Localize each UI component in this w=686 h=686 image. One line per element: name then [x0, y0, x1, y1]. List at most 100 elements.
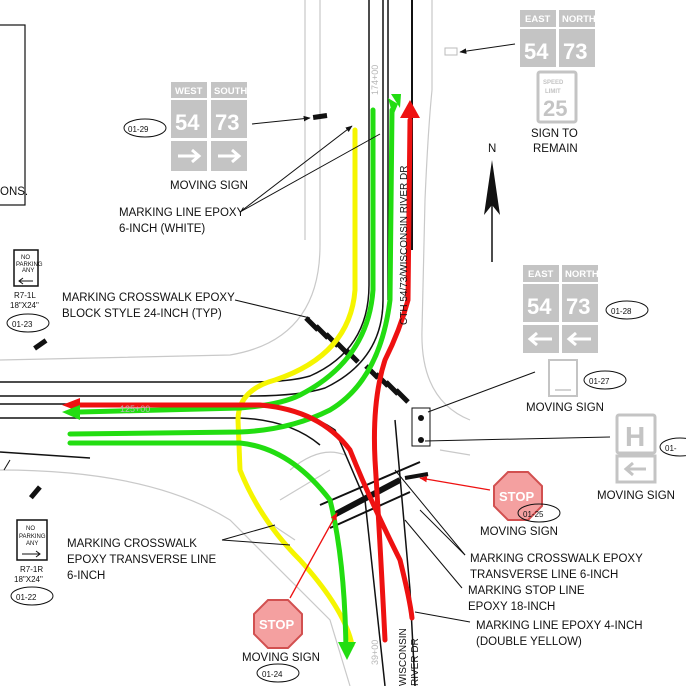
sign-01-29: WEST SOUTH 54 73 MOVING SIGN 01-29: [123, 82, 328, 192]
svg-text:73: 73: [563, 39, 587, 64]
svg-text:SIGN TO: SIGN TO: [531, 128, 578, 140]
svg-text:LIMIT: LIMIT: [545, 89, 561, 95]
sign-01-28: EAST NORTH 54 73 01-28: [523, 265, 649, 353]
callout-stop-line: MARKING STOP LINE EPOXY 18-INCH: [404, 519, 585, 613]
road-outline: [0, 0, 471, 686]
arrow-left-icon: [566, 331, 591, 347]
svg-text:MOVING SIGN: MOVING SIGN: [170, 180, 248, 192]
svg-text:125+00: 125+00: [120, 404, 150, 414]
station-labels: 174+00 39+00 125+00: [120, 65, 380, 665]
svg-text:REMAIN: REMAIN: [533, 143, 578, 155]
green-path-2: [67, 107, 395, 437]
sign-01-25: STOP 01-25 MOVING SIGN: [419, 471, 561, 538]
svg-text:39+00: 39+00: [370, 640, 380, 665]
svg-text:25: 25: [543, 96, 567, 121]
sign-east-north-top: EAST NORTH 54 73 SPEED LIMIT 25 SIGN TO …: [444, 10, 596, 155]
svg-text:01-27: 01-27: [589, 377, 610, 386]
stop-text: STOP: [259, 617, 294, 632]
stop-text: STOP: [499, 489, 534, 504]
svg-text:EPOXY 18-INCH: EPOXY 18-INCH: [468, 601, 555, 613]
svg-text:R7-1L: R7-1L: [14, 291, 36, 300]
svg-text:MARKING STOP LINE: MARKING STOP LINE: [468, 585, 585, 597]
svg-text:MOVING SIGN: MOVING SIGN: [242, 652, 320, 664]
red-path-2: [67, 402, 415, 621]
svg-text:NORTH: NORTH: [562, 14, 596, 25]
svg-text:CTH 54/73/WISCONSIN RIVER DR: CTH 54/73/WISCONSIN RIVER DR: [399, 166, 410, 325]
arrow-left-icon: [527, 331, 552, 347]
sign-01-h: H 01- MOVING SIGN: [424, 413, 686, 502]
svg-text:01-23: 01-23: [12, 320, 33, 329]
svg-text:MARKING CROSSWALK EPOXY: MARKING CROSSWALK EPOXY: [62, 292, 235, 304]
svg-text:MOVING SIGN: MOVING SIGN: [597, 490, 675, 502]
svg-text:18"X24": 18"X24": [10, 301, 39, 310]
svg-text:MOVING SIGN: MOVING SIGN: [480, 526, 558, 538]
turn-paths: [67, 107, 415, 655]
callout-crosswalk-transverse-right: MARKING CROSSWALK EPOXY TRANSVERSE LINE …: [394, 469, 643, 581]
svg-text:WEST: WEST: [175, 86, 203, 97]
svg-text:RIVER DR: RIVER DR: [410, 638, 421, 686]
svg-text:PARKING: PARKING: [19, 534, 46, 540]
svg-text:01-25: 01-25: [523, 510, 544, 519]
svg-text:6-INCH: 6-INCH: [67, 570, 105, 582]
arrow-right-icon: [218, 148, 242, 164]
svg-text:TRANSVERSE LINE 6-INCH: TRANSVERSE LINE 6-INCH: [470, 569, 618, 581]
path-arrowheads: [62, 94, 420, 660]
svg-text:BLOCK STYLE 24-INCH (TYP): BLOCK STYLE 24-INCH (TYP): [62, 308, 222, 320]
arrow-left-icon: [18, 277, 33, 285]
svg-text:MARKING LINE EPOXY 4-INCH: MARKING LINE EPOXY 4-INCH: [476, 620, 643, 632]
svg-text:H: H: [625, 421, 645, 452]
road-edge-lines: [0, 0, 416, 686]
svg-text:NO: NO: [26, 526, 35, 532]
arrow-right-icon: [22, 550, 41, 558]
svg-text:PARKING: PARKING: [16, 262, 43, 268]
svg-text:ANY: ANY: [22, 268, 34, 274]
north-arrow: N: [484, 143, 500, 262]
svg-text:MARKING CROSSWALK EPOXY: MARKING CROSSWALK EPOXY: [470, 553, 643, 565]
sheet-frame: ONS.: [0, 24, 28, 206]
svg-text:01-29: 01-29: [128, 125, 149, 134]
svg-text:54: 54: [527, 294, 552, 319]
crosswalk-blocks: [304, 316, 429, 529]
callout-double-yellow: MARKING LINE EPOXY 4-INCH (DOUBLE YELLOW…: [414, 611, 643, 648]
svg-text:MARKING CROSSWALK: MARKING CROSSWALK: [67, 538, 197, 550]
sign-01-27: 01-27 MOVING SIGN: [411, 359, 627, 447]
yellow-path: [235, 127, 358, 648]
svg-text:N: N: [488, 143, 496, 155]
svg-text:MOVING SIGN: MOVING SIGN: [526, 402, 604, 414]
svg-text:SPEED: SPEED: [543, 80, 564, 86]
svg-text:ANY: ANY: [26, 541, 38, 547]
callout-line-epoxy-white: MARKING LINE EPOXY 6-INCH (WHITE): [119, 125, 381, 235]
svg-text:174+00: 174+00: [370, 65, 380, 95]
svg-text:EAST: EAST: [528, 269, 554, 280]
svg-text:18"X24": 18"X24": [14, 575, 43, 584]
svg-text:WISCONSIN: WISCONSIN: [398, 628, 409, 686]
svg-text:73: 73: [215, 110, 239, 135]
svg-text:SOUTH: SOUTH: [214, 86, 247, 97]
svg-text:NORTH: NORTH: [565, 269, 599, 280]
svg-text:01-24: 01-24: [262, 670, 283, 679]
svg-text:54: 54: [524, 39, 549, 64]
callout-crosswalk-transverse-left: MARKING CROSSWALK EPOXY TRANSVERSE LINE …: [67, 524, 291, 582]
street-labels: CTH 54/73/WISCONSIN RIVER DR WISCONSIN R…: [398, 166, 421, 686]
svg-text:01-: 01-: [665, 444, 677, 453]
svg-text:01-22: 01-22: [16, 593, 37, 602]
svg-text:54: 54: [175, 110, 200, 135]
arrow-left-icon: [623, 461, 646, 477]
sheet-fragment-text: ONS.: [0, 186, 28, 198]
red-path-1: [371, 117, 413, 643]
callout-crosswalk-block: MARKING CROSSWALK EPOXY BLOCK STYLE 24-I…: [62, 292, 311, 320]
svg-text:6-INCH (WHITE): 6-INCH (WHITE): [119, 223, 205, 235]
arrow-right-icon: [178, 148, 202, 164]
svg-text:(DOUBLE YELLOW): (DOUBLE YELLOW): [476, 636, 582, 648]
svg-text:EPOXY TRANSVERSE LINE: EPOXY TRANSVERSE LINE: [67, 554, 216, 566]
svg-text:01-28: 01-28: [611, 307, 632, 316]
svg-text:EAST: EAST: [525, 14, 551, 25]
sign-01-23: NO PARKING ANY R7-1L 18"X24" 01-23: [6, 249, 50, 351]
svg-text:MARKING LINE EPOXY: MARKING LINE EPOXY: [119, 207, 245, 219]
green-path-3: [67, 440, 349, 655]
sign-01-24: STOP MOVING SIGN 01-24: [242, 512, 338, 683]
sign-01-22: NO PARKING ANY R7-1R 18"X24" 01-22: [3, 459, 54, 606]
svg-text:73: 73: [566, 294, 590, 319]
svg-text:NO: NO: [21, 255, 30, 261]
